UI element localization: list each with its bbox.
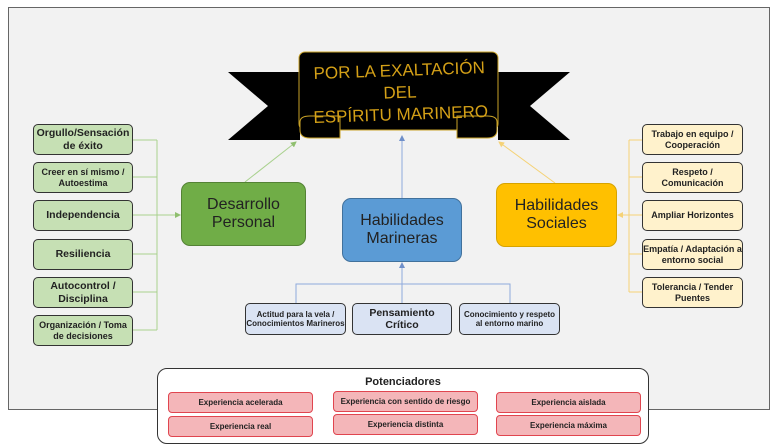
potenciador-item: Experiencia máxima [496, 415, 641, 436]
sociales-item: Empatía / Adaptación a entorno social [642, 239, 743, 270]
marineras-item: Pensamiento Crítico [352, 303, 452, 335]
personal-item: Resiliencia [33, 239, 133, 270]
banner-title: POR LA EXALTACIÓN DEL ESPÍRITU MARINERO [313, 58, 489, 128]
potenciador-item: Experiencia acelerada [168, 392, 313, 413]
habilidades-sociales-node: Habilidades Sociales [496, 183, 617, 247]
sociales-item: Trabajo en equipo / Cooperación [642, 124, 743, 155]
personal-item: Orgullo/Sensación de éxito [33, 124, 133, 155]
potenciador-item: Experiencia con sentido de riesgo [333, 391, 478, 412]
potenciador-item: Experiencia real [168, 416, 313, 437]
sociales-item: Ampliar Horizontes [642, 200, 743, 231]
personal-item: Creer en sí mismo / Autoestima [33, 162, 133, 193]
personal-item: Independencia [33, 200, 133, 231]
potenciador-item: Experiencia aislada [496, 392, 641, 413]
marineras-item: Conocimiento y respeto al entorno marino [459, 303, 560, 335]
personal-item: Autocontrol / Disciplina [33, 277, 133, 308]
potenciadores-title: Potenciadores [365, 376, 441, 388]
potenciador-item: Experiencia distinta [333, 414, 478, 435]
marineras-item: Actitud para la vela / Conocimientos Mar… [245, 303, 346, 335]
desarrollo-personal-node: Desarrollo Personal [181, 182, 306, 246]
banner-ribbon [228, 51, 570, 140]
habilidades-marineras-node: Habilidades Marineras [342, 198, 462, 262]
sociales-item: Respeto / Comunicación [642, 162, 743, 193]
personal-item: Organización / Toma de decisiones [33, 315, 133, 346]
sociales-item: Tolerancia / Tender Puentes [642, 277, 743, 308]
